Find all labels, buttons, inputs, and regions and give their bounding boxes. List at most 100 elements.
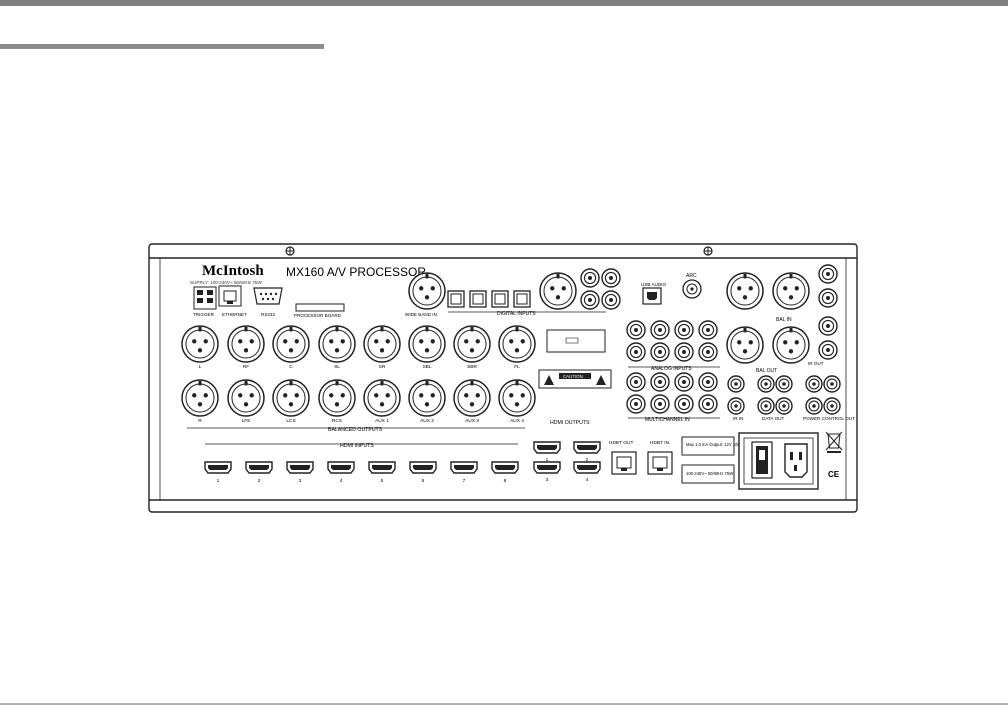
xlr-output-label: LCS (286, 418, 295, 424)
optical-input[interactable] (447, 290, 465, 308)
usb-audio-port[interactable] (642, 287, 662, 305)
aes-xlr-connector[interactable] (539, 272, 577, 310)
ethernet-label: ETHERNET (222, 312, 247, 317)
analog-inputs-rca-grid (626, 320, 718, 414)
coax-digital-out[interactable] (601, 290, 621, 310)
hdbt-out-label: HDBT OUT (609, 440, 633, 446)
multichannel-rca[interactable] (674, 394, 694, 414)
analog-input-rca[interactable] (626, 342, 646, 362)
analog-input-rca[interactable] (674, 320, 694, 340)
data-out-rca[interactable] (775, 397, 793, 415)
right-rca[interactable] (818, 340, 838, 360)
hdmi-input-port[interactable] (409, 461, 437, 474)
hdmi-input-port[interactable] (327, 461, 355, 474)
balanced-output-xlr[interactable] (408, 379, 446, 417)
hdmi-input-port[interactable] (491, 461, 519, 474)
xlr-output-label: SL (334, 364, 340, 370)
balanced-output-xlr[interactable] (363, 379, 401, 417)
bal-in-xlr[interactable] (726, 272, 764, 310)
bal-out-xlr[interactable] (772, 326, 810, 364)
multichannel-rca[interactable] (674, 372, 694, 392)
rating-label-top (681, 436, 735, 456)
analog-input-rca[interactable] (674, 342, 694, 362)
balanced-output-xlr[interactable] (453, 325, 491, 363)
hdmi-input-port[interactable] (204, 461, 232, 474)
power-control-rca[interactable] (805, 397, 823, 415)
multichannel-rca[interactable] (698, 372, 718, 392)
trigger-terminal-block[interactable] (193, 286, 217, 310)
weee-bin-icon (825, 431, 843, 453)
xlr-output-label: C (289, 364, 293, 370)
optical-input[interactable] (513, 290, 531, 308)
coax-digital-input[interactable] (580, 290, 600, 310)
hdbt-in-port[interactable] (647, 451, 673, 475)
hdmi-input-label: 3 (299, 478, 302, 484)
hdmi-output-port[interactable] (533, 461, 561, 474)
ethernet-port[interactable] (218, 285, 242, 307)
xlr-output-label: LFE (242, 418, 251, 424)
analog-input-rca[interactable] (698, 342, 718, 362)
multichannel-rca[interactable] (626, 372, 646, 392)
power-control-rca[interactable] (805, 375, 823, 393)
multichannel-rca[interactable] (650, 394, 670, 414)
optical-input[interactable] (491, 290, 509, 308)
hdmi-input-port[interactable] (450, 461, 478, 474)
right-rca[interactable] (818, 288, 838, 308)
coax-digital-input[interactable] (601, 268, 621, 288)
hdbt-out-port[interactable] (611, 451, 637, 475)
balanced-output-xlr[interactable] (227, 325, 265, 363)
balanced-output-xlr[interactable] (408, 325, 446, 363)
arc-connector[interactable] (682, 279, 702, 299)
ir-in-rca[interactable] (727, 397, 745, 415)
wide-band-in-xlr-connector[interactable] (408, 272, 446, 310)
multichannel-rca[interactable] (650, 372, 670, 392)
balanced-output-xlr[interactable] (453, 379, 491, 417)
right-rca[interactable] (818, 264, 838, 284)
multichannel-rca[interactable] (698, 394, 718, 414)
aes-xlr[interactable] (539, 272, 577, 310)
optical-input[interactable] (469, 290, 487, 308)
rating-top-text: Max 1.0 mA Output: 12V 100mA WATTS (686, 442, 761, 447)
right-rca[interactable] (818, 316, 838, 336)
power-control-out-label: POWER CONTROL OUT (803, 416, 855, 421)
balanced-output-xlr[interactable] (227, 379, 265, 417)
power-switch[interactable] (751, 441, 773, 479)
analog-input-rca[interactable] (698, 320, 718, 340)
iec-power-inlet[interactable] (784, 443, 808, 478)
rating-bottom-text: 100-240V~ 50/60Hz 75W (686, 471, 733, 476)
rs232-port[interactable] (253, 287, 283, 305)
balanced-output-xlr[interactable] (318, 379, 356, 417)
multichannel-rca[interactable] (626, 394, 646, 414)
ir-in-rca[interactable] (727, 375, 745, 393)
power-control-rca[interactable] (823, 375, 841, 393)
balanced-output-xlr[interactable] (181, 325, 219, 363)
coax-digital-input[interactable] (580, 268, 600, 288)
analog-input-rca[interactable] (650, 320, 670, 340)
balanced-output-xlr[interactable] (318, 325, 356, 363)
hdmi-output-port[interactable] (533, 441, 561, 454)
xlr-output-label: AUX 3 (465, 418, 479, 424)
balanced-output-xlr[interactable] (498, 379, 536, 417)
hdmi-output-port[interactable] (573, 461, 601, 474)
bal-in-xlr[interactable] (772, 272, 810, 310)
balanced-output-xlr[interactable] (272, 379, 310, 417)
hdmi-input-port[interactable] (245, 461, 273, 474)
xlr-output-label: SBR (467, 364, 477, 370)
balanced-output-xlr[interactable] (181, 379, 219, 417)
data-out-rca[interactable] (775, 375, 793, 393)
data-out-rca[interactable] (757, 397, 775, 415)
hdmi-inputs-heading: HDMI INPUTS (340, 443, 374, 449)
balanced-output-xlr[interactable] (272, 325, 310, 363)
hdmi-input-port[interactable] (286, 461, 314, 474)
hdmi-input-port[interactable] (368, 461, 396, 474)
bal-out-xlr[interactable] (726, 326, 764, 364)
balanced-output-xlr[interactable] (363, 325, 401, 363)
hdmi-output-port[interactable] (573, 441, 601, 454)
wide-band-xlr[interactable] (408, 272, 446, 310)
power-control-rca[interactable] (823, 397, 841, 415)
data-out-rca[interactable] (757, 375, 775, 393)
analog-input-rca[interactable] (650, 342, 670, 362)
analog-input-rca[interactable] (626, 320, 646, 340)
balanced-output-xlr[interactable] (498, 325, 536, 363)
